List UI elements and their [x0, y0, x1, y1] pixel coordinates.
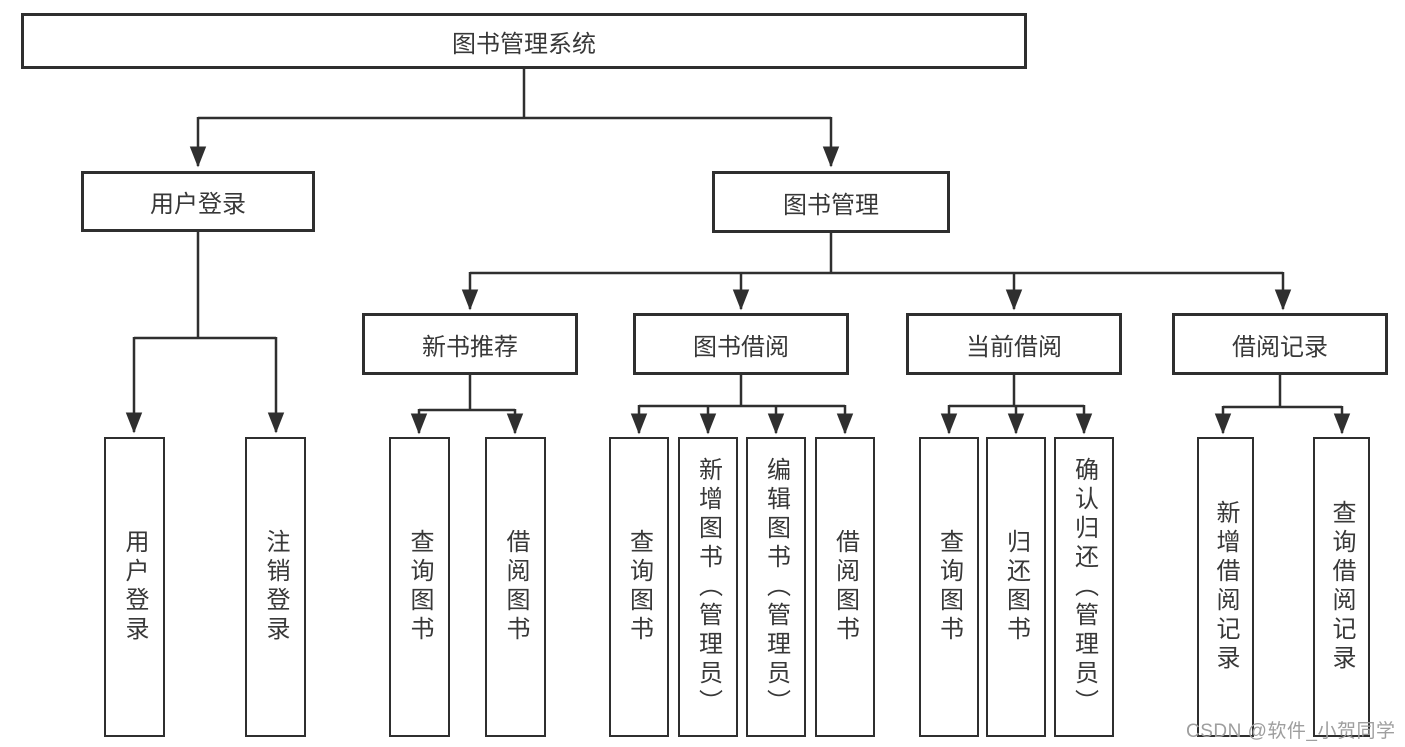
- node-new-book-recommend-label: 新书推荐: [422, 333, 518, 361]
- node-book-management: 图书管理: [712, 171, 950, 233]
- leaf-confirm-return-admin: 确认归还（管理员）: [1054, 437, 1114, 737]
- leaf-query-books-current-label: 查询图书: [935, 529, 963, 645]
- node-library-system-label: 图书管理系统: [452, 30, 596, 58]
- leaf-query-books-borrow-label: 查询图书: [625, 529, 653, 645]
- node-new-book-recommend: 新书推荐: [362, 313, 578, 375]
- node-library-system: 图书管理系统: [21, 13, 1027, 69]
- leaf-borrow-books-recommend: 借阅图书: [485, 437, 546, 737]
- leaf-user-login-label: 用户登录: [121, 529, 148, 645]
- leaf-query-books-current: 查询图书: [919, 437, 979, 737]
- node-book-borrow-label: 图书借阅: [693, 333, 789, 361]
- csdn-watermark: CSDN @软件_小贺同学: [1186, 721, 1396, 742]
- leaf-borrow-books-label: 借阅图书: [831, 529, 859, 645]
- leaf-user-login: 用户登录: [104, 437, 165, 737]
- node-user-login: 用户登录: [81, 171, 315, 232]
- leaf-add-books-admin-label: 新增图书（管理员）: [694, 456, 722, 718]
- node-book-management-label: 图书管理: [783, 191, 879, 219]
- node-current-borrow: 当前借阅: [906, 313, 1122, 375]
- leaf-edit-books-admin: 编辑图书（管理员）: [746, 437, 806, 737]
- leaf-query-books-recommend-label: 查询图书: [406, 529, 433, 645]
- leaf-query-borrow-record-label: 查询借阅记录: [1328, 500, 1355, 674]
- leaf-query-borrow-record: 查询借阅记录: [1313, 437, 1370, 737]
- leaf-add-books-admin: 新增图书（管理员）: [678, 437, 738, 737]
- leaf-borrow-books: 借阅图书: [815, 437, 875, 737]
- leaf-confirm-return-admin-label: 确认归还（管理员）: [1070, 456, 1098, 718]
- leaf-borrow-books-recommend-label: 借阅图书: [502, 529, 529, 645]
- leaf-return-books: 归还图书: [986, 437, 1046, 737]
- node-borrow-records: 借阅记录: [1172, 313, 1388, 375]
- node-borrow-records-label: 借阅记录: [1232, 333, 1328, 361]
- leaf-add-borrow-record: 新增借阅记录: [1197, 437, 1254, 737]
- leaf-query-books-recommend: 查询图书: [389, 437, 450, 737]
- leaf-logout-label: 注销登录: [262, 529, 289, 645]
- leaf-logout: 注销登录: [245, 437, 306, 737]
- leaf-return-books-label: 归还图书: [1002, 529, 1030, 645]
- node-current-borrow-label: 当前借阅: [966, 333, 1062, 361]
- node-book-borrow: 图书借阅: [633, 313, 849, 375]
- leaf-add-borrow-record-label: 新增借阅记录: [1212, 500, 1239, 674]
- leaf-edit-books-admin-label: 编辑图书（管理员）: [762, 456, 790, 718]
- node-user-login-label: 用户登录: [150, 191, 246, 218]
- leaf-query-books-borrow: 查询图书: [609, 437, 669, 737]
